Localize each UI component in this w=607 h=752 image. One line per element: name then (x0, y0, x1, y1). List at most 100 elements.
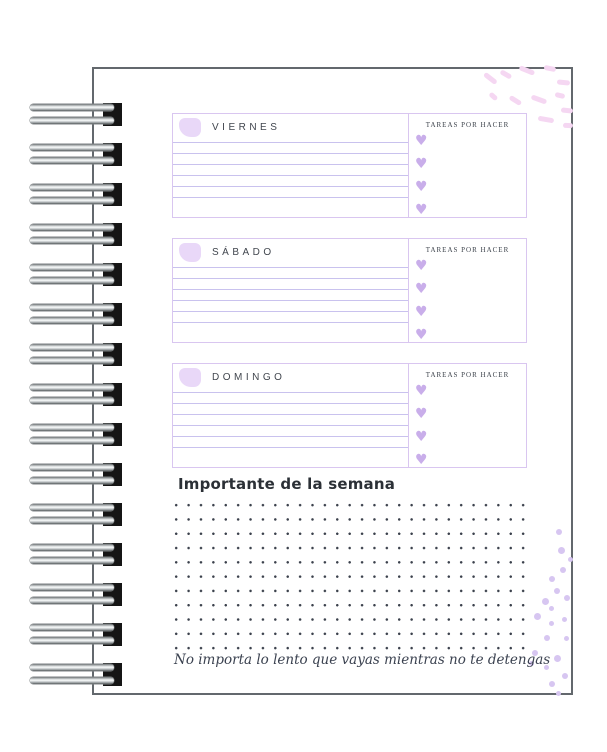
day-title: VIERNES (212, 122, 281, 133)
heart-bullet-icon: ♥ (415, 406, 428, 422)
spiral-coil (30, 303, 123, 326)
confetti-dot (564, 636, 569, 641)
dot-grid-notes-area (170, 498, 530, 656)
day-checkbox-blob (179, 243, 201, 262)
writing-line (173, 300, 408, 301)
spiral-wire (30, 277, 114, 284)
spiral-wire (30, 597, 114, 604)
day-title: DOMINGO (212, 372, 286, 383)
writing-line (173, 414, 408, 415)
confetti-dot (549, 621, 554, 626)
spiral-coil (30, 183, 123, 206)
spiral-wire (30, 144, 114, 151)
day-section-domingo: DOMINGO TAREAS POR HACER ♥ ♥ ♥ ♥ (172, 363, 527, 468)
spiral-wire (30, 664, 114, 671)
spiral-wire (30, 677, 114, 684)
spiral-wire (30, 464, 114, 471)
spiral-wire (30, 397, 114, 404)
writing-line (173, 153, 408, 154)
spiral-wire (30, 424, 114, 431)
tasks-header: TAREAS POR HACER (425, 121, 510, 129)
confetti-dot (542, 598, 549, 605)
confetti-dot (549, 576, 555, 582)
spiral-wire (30, 517, 114, 524)
brush-stroke (537, 115, 555, 123)
spiral-coil (30, 263, 123, 286)
heart-bullet-icon: ♥ (415, 383, 428, 399)
spiral-wire (30, 477, 114, 484)
confetti-dot (568, 557, 573, 562)
writing-line (173, 278, 408, 279)
spiral-wire (30, 557, 114, 564)
heart-bullet-icon: ♥ (415, 258, 428, 274)
writing-line (173, 403, 408, 404)
confetti-dot (554, 655, 561, 662)
tasks-header: TAREAS POR HACER (425, 371, 510, 379)
spiral-coil (30, 223, 123, 246)
spiral-wire (30, 237, 114, 244)
spiral-coil (30, 663, 123, 686)
writing-line (173, 164, 408, 165)
heart-bullet-icon: ♥ (415, 156, 428, 172)
brush-stroke (554, 91, 566, 99)
spiral-wire (30, 384, 114, 391)
confetti-dot (558, 547, 565, 554)
brush-stroke (483, 71, 498, 85)
confetti-dot (554, 588, 560, 594)
heart-bullet-icon: ♥ (415, 304, 428, 320)
writing-line (173, 175, 408, 176)
spiral-coil (30, 583, 123, 606)
spiral-coil (30, 463, 123, 486)
heart-bullet-icon: ♥ (415, 179, 428, 195)
confetti-dot (562, 617, 567, 622)
day-checkbox-blob (179, 368, 201, 387)
heart-bullet-icon: ♥ (415, 281, 428, 297)
writing-line (173, 447, 408, 448)
spiral-coil (30, 423, 123, 446)
brush-stroke (530, 94, 548, 105)
day-section-sabado: SÁBADO TAREAS POR HACER ♥ ♥ ♥ ♥ (172, 238, 527, 343)
brush-stroke (488, 91, 499, 101)
confetti-dot (549, 606, 554, 611)
day-section-viernes: VIERNES TAREAS POR HACER ♥ ♥ ♥ ♥ (172, 113, 527, 218)
spiral-wire (30, 184, 114, 191)
brush-stroke (556, 79, 571, 86)
confetti-dot (556, 691, 561, 696)
confetti-dot (549, 681, 555, 687)
writing-line (173, 142, 408, 143)
day-checkbox-blob (179, 118, 201, 137)
spiral-wire (30, 197, 114, 204)
spiral-wire (30, 624, 114, 631)
spiral-wire (30, 637, 114, 644)
spiral-wire (30, 157, 114, 164)
brush-stroke (518, 65, 536, 76)
tasks-header: TAREAS POR HACER (425, 246, 510, 254)
spiral-wire (30, 264, 114, 271)
writing-line (173, 267, 408, 268)
spiral-wire (30, 437, 114, 444)
writing-line (173, 436, 408, 437)
confetti-dot (562, 673, 568, 679)
planner-page: VIERNES TAREAS POR HACER ♥ ♥ ♥ ♥ SÁBADO (92, 64, 574, 696)
confetti-dot (544, 635, 550, 641)
spiral-wire (30, 344, 114, 351)
spiral-wire (30, 584, 114, 591)
brush-stroke (543, 64, 557, 72)
brush-stroke (499, 69, 513, 80)
writing-line (173, 392, 408, 393)
spiral-coil (30, 343, 123, 366)
spiral-wire (30, 304, 114, 311)
heart-bullet-icon: ♥ (415, 327, 428, 343)
brush-stroke (560, 107, 574, 114)
heart-bullet-icon: ♥ (415, 429, 428, 445)
writing-line (173, 322, 408, 323)
confetti-dot (564, 595, 570, 601)
writing-line (173, 197, 408, 198)
spiral-coil (30, 103, 123, 126)
brush-stroke (508, 94, 523, 106)
brush-stroke (562, 122, 574, 128)
writing-line (173, 311, 408, 312)
spiral-coil (30, 623, 123, 646)
tasks-column: TAREAS POR HACER ♥ ♥ ♥ ♥ (408, 239, 526, 342)
